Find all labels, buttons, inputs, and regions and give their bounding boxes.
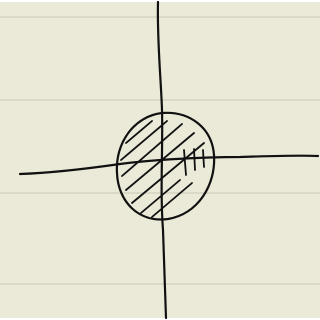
- tick-mark: [194, 149, 195, 170]
- tick-mark: [203, 150, 204, 167]
